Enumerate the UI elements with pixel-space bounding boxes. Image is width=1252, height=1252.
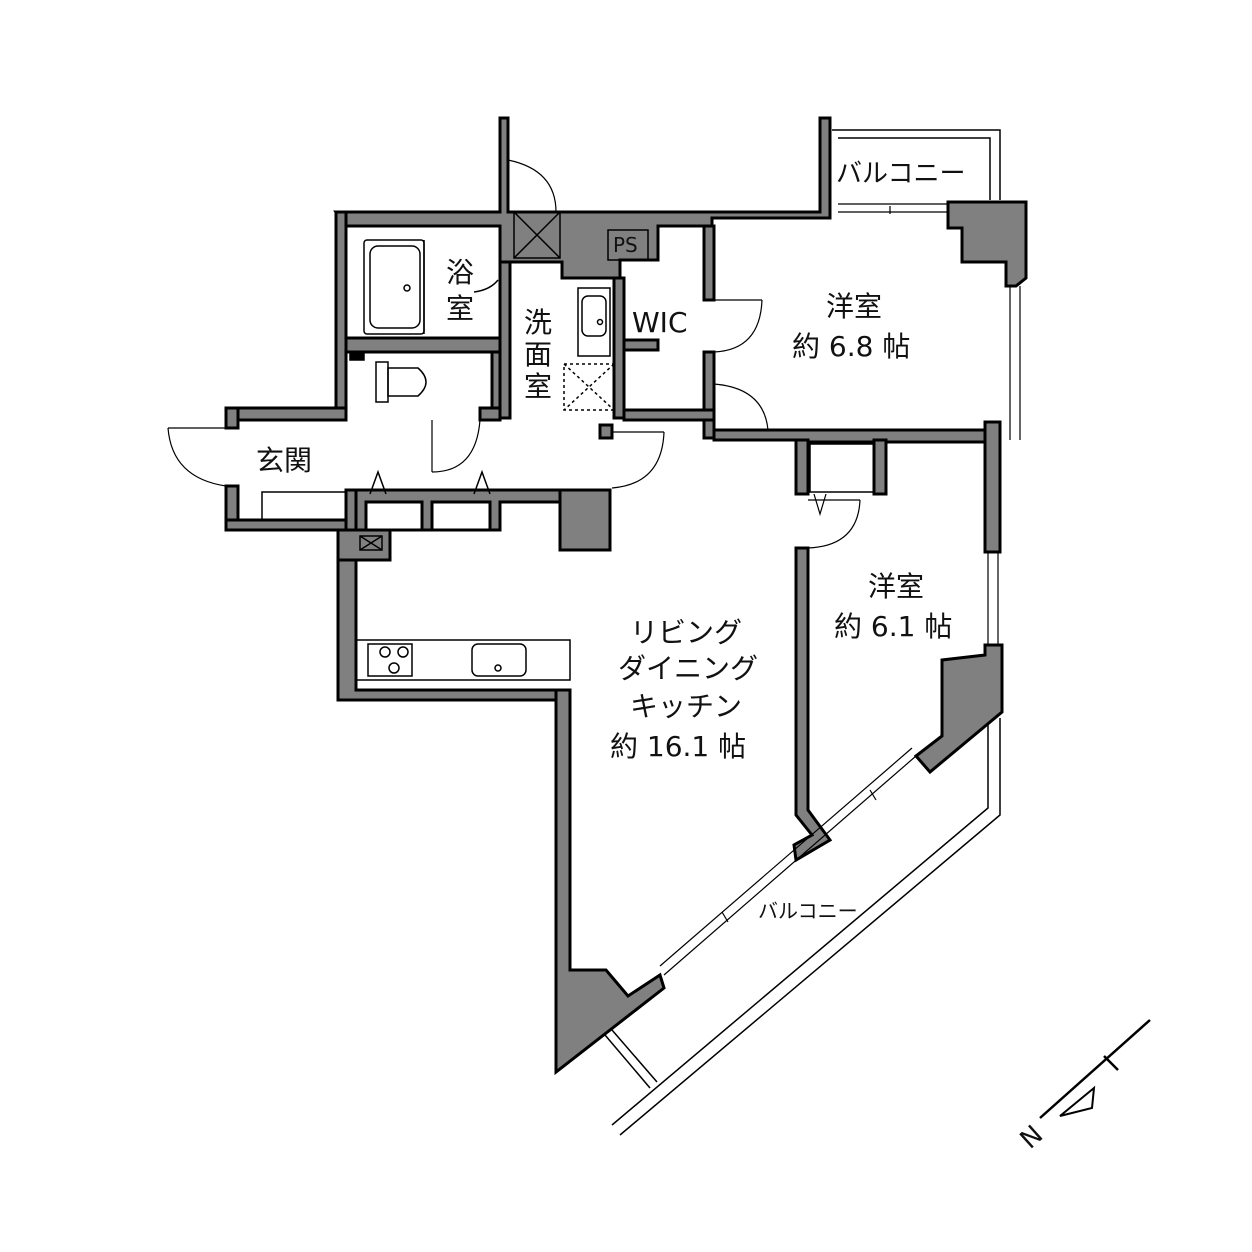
balcony-top-label: バルコニー <box>836 159 965 189</box>
washbasin-icon <box>577 287 611 357</box>
kitchen-stove-icon <box>367 643 413 677</box>
kitchen-sink-icon <box>471 643 527 677</box>
bath-label-1: 浴 <box>446 256 474 289</box>
washroom-label-3: 室 <box>524 370 552 403</box>
ps-label: PS <box>613 233 638 257</box>
fixtures <box>261 211 875 681</box>
doors <box>167 159 1021 976</box>
ldk-label-2: ダイニング <box>618 652 758 685</box>
balcony-bottom-outline <box>604 718 1001 1136</box>
north-label: N <box>1015 1120 1050 1155</box>
balcony-top-outline <box>832 129 1001 200</box>
western-room-2-size: 約 6.1 帖 <box>834 610 952 643</box>
bathtub-icon <box>363 239 425 335</box>
entrance-label: 玄関 <box>256 444 312 477</box>
washroom-label-2: 面 <box>524 338 552 371</box>
bath-label-2: 室 <box>446 292 474 325</box>
north-arrow-icon <box>1039 1019 1151 1119</box>
toilet-icon <box>387 367 427 397</box>
ldk-label-3: キッチン <box>630 690 742 723</box>
western-room-2-name: 洋室 <box>868 570 924 603</box>
balcony-bottom-label: バルコニー <box>758 899 858 923</box>
western-room-1-name: 洋室 <box>826 290 882 323</box>
washroom-label-1: 洗 <box>524 306 552 339</box>
western-room-1-size: 約 6.8 帖 <box>792 330 910 363</box>
ldk-size: 約 16.1 帖 <box>610 730 746 763</box>
ldk-label-1: リビング <box>630 616 742 649</box>
wic-label: WIC <box>632 306 688 339</box>
